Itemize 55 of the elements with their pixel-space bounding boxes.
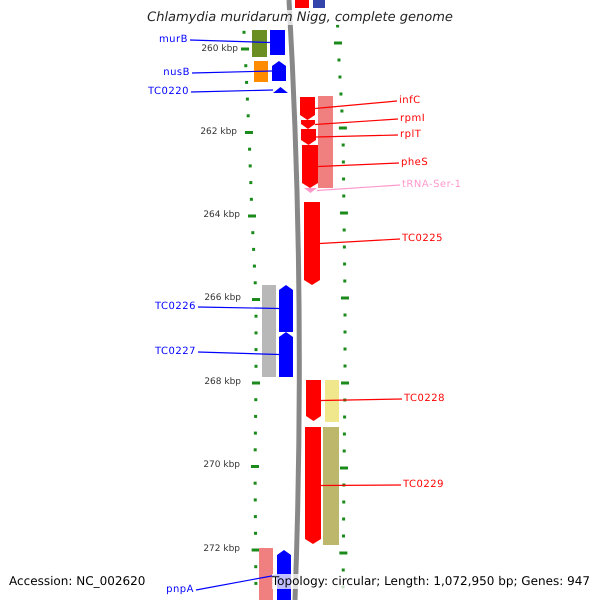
leader-line	[192, 70, 272, 74]
gene-block	[323, 427, 339, 545]
gene-label: infC	[399, 95, 421, 107]
gene-block	[262, 285, 276, 377]
gene-label: murB	[158, 34, 188, 46]
leader-line	[321, 484, 401, 486]
gene-label: TC0226	[155, 301, 196, 313]
gene-block	[305, 427, 321, 544]
leader-line	[314, 100, 398, 110]
leader-line	[318, 162, 400, 168]
gene-block	[252, 30, 267, 57]
leader-line	[190, 39, 270, 44]
gene-label: rpmI	[400, 113, 426, 125]
gene-label: tRNA-Ser-1	[402, 179, 462, 191]
gene-block	[313, 0, 325, 8]
scale-label: 270 kbp	[203, 460, 240, 471]
gene-label: TC0228	[404, 393, 445, 405]
gene-block	[301, 129, 316, 145]
accession-text: Accession: NC_002620	[9, 574, 146, 589]
scale-label: 260 kbp	[201, 44, 238, 55]
gene-label: TC0229	[403, 479, 444, 491]
gene-block	[273, 87, 288, 93]
gene-block	[325, 380, 339, 422]
scale-label: 262 kbp	[200, 127, 237, 138]
gene-block	[259, 548, 273, 600]
gene-label: pheS	[401, 157, 428, 169]
scale-label: 266 kbp	[204, 293, 241, 304]
leader-line	[320, 398, 402, 402]
gene-label: rplT	[400, 129, 422, 141]
scale-label: 264 kbp	[203, 210, 240, 221]
gene-block	[272, 61, 286, 81]
gene-label: nusB	[163, 67, 190, 79]
scale-label: 272 kbp	[203, 544, 240, 555]
leader-line	[190, 89, 274, 93]
leader-line	[198, 351, 280, 356]
leader-line	[314, 118, 398, 126]
gene-label: TC0227	[155, 346, 196, 358]
leader-line	[316, 134, 398, 138]
gene-block	[318, 96, 333, 188]
scale-label: 268 kbp	[204, 377, 241, 388]
gene-block	[295, 0, 309, 8]
gene-block	[304, 202, 320, 285]
gene-label: pnpA	[166, 584, 194, 596]
leader-line	[320, 238, 400, 244]
gene-label: TC0220	[148, 86, 189, 98]
gene-block	[270, 30, 285, 55]
gene-block	[254, 61, 268, 82]
gene-block	[279, 332, 293, 377]
gene-label: TC0225	[402, 233, 443, 245]
leader-line	[316, 184, 400, 192]
genome-info-text: Topology: circular; Length: 1,072,950 bp; Genes: 947	[272, 574, 590, 589]
gene-block	[306, 380, 321, 421]
leader-line	[198, 306, 280, 310]
title: Chlamydia muridarum Nigg, complete genome	[147, 10, 453, 25]
gene-block	[279, 285, 293, 332]
